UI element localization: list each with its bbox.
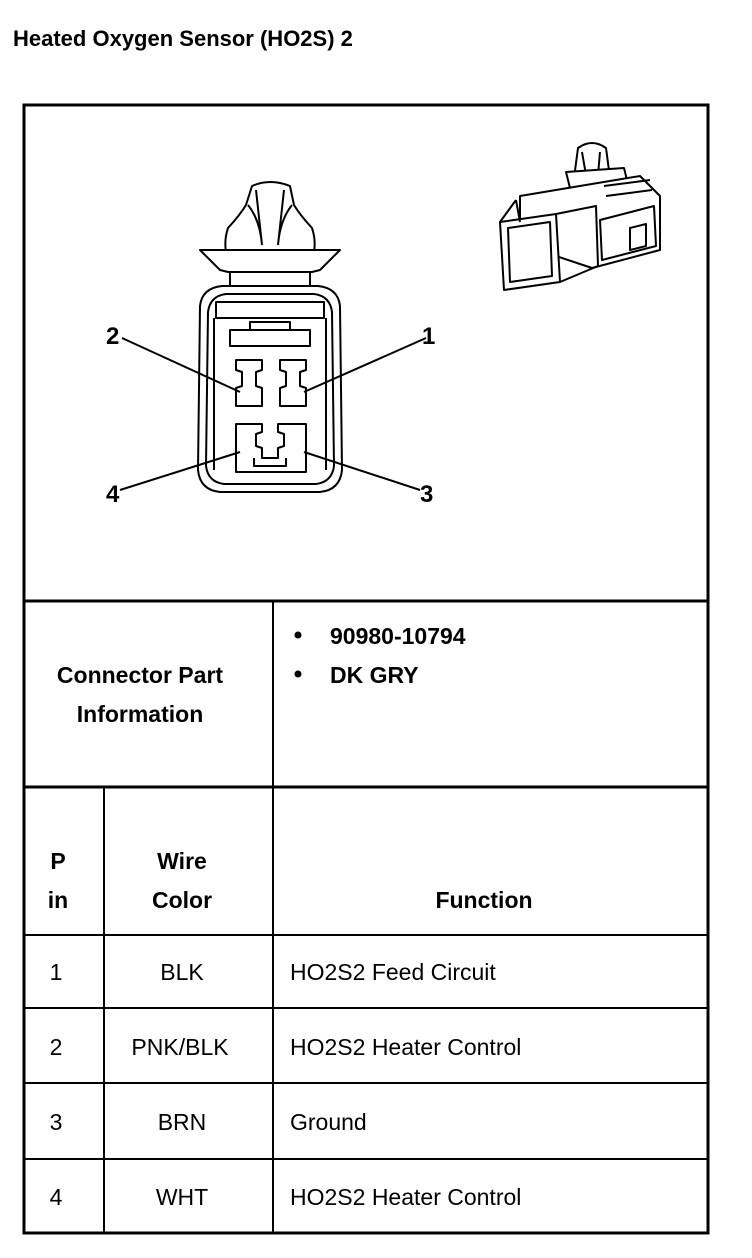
terminal-cavities: [235, 359, 307, 473]
bullet-dot: [294, 631, 302, 639]
leader-pin-1: [303, 337, 427, 393]
connector-3d-view: [499, 142, 661, 291]
row-pin: 4: [50, 1184, 63, 1210]
outer-frame: [22, 103, 710, 1235]
header-pin-line2: in: [48, 887, 68, 913]
header-function: Function: [435, 887, 532, 913]
pin-label-3: 3: [420, 481, 433, 508]
row-color: PNK/BLK: [131, 1034, 229, 1060]
row-function: Ground: [290, 1109, 367, 1135]
locking-tab: [199, 181, 341, 287]
pin-leader-lines: [119, 337, 427, 491]
leader-pin-2: [121, 337, 241, 393]
row-color: WHT: [156, 1184, 208, 1210]
leader-pin-4: [119, 451, 241, 491]
row-color: BRN: [158, 1109, 207, 1135]
pin-label-1: 1: [422, 323, 435, 350]
header-wire-line2: Color: [152, 887, 212, 913]
table-row: 2 PNK/BLK HO2S2 Heater Control: [50, 1034, 522, 1060]
page-title: Heated Oxygen Sensor (HO2S) 2: [13, 26, 353, 51]
row-function: HO2S2 Heater Control: [290, 1184, 521, 1210]
pin-label-2: 2: [106, 323, 119, 350]
part-number: 90980-10794: [330, 623, 466, 649]
row-pin: 1: [50, 959, 63, 985]
leader-pin-3: [303, 451, 421, 491]
connector-info-label-line2: Information: [77, 701, 204, 727]
connector-face: [197, 181, 343, 493]
connector-info-label-line1: Connector Part: [57, 662, 223, 688]
connector-body: [197, 285, 343, 493]
row-color: BLK: [160, 959, 204, 985]
pin-label-4: 4: [106, 481, 120, 508]
bullet-dot: [294, 670, 302, 678]
header-pin-line1: P: [50, 848, 65, 874]
table-row: 4 WHT HO2S2 Heater Control: [50, 1184, 522, 1210]
table-grid: [22, 103, 710, 1235]
row-pin: 3: [50, 1109, 63, 1135]
row-function: HO2S2 Feed Circuit: [290, 959, 496, 985]
table-row: 1 BLK HO2S2 Feed Circuit: [50, 959, 497, 985]
header-wire-line1: Wire: [157, 848, 207, 874]
row-function: HO2S2 Heater Control: [290, 1034, 521, 1060]
connector-color: DK GRY: [330, 662, 419, 688]
table-row: 3 BRN Ground: [50, 1109, 367, 1135]
row-pin: 2: [50, 1034, 63, 1060]
